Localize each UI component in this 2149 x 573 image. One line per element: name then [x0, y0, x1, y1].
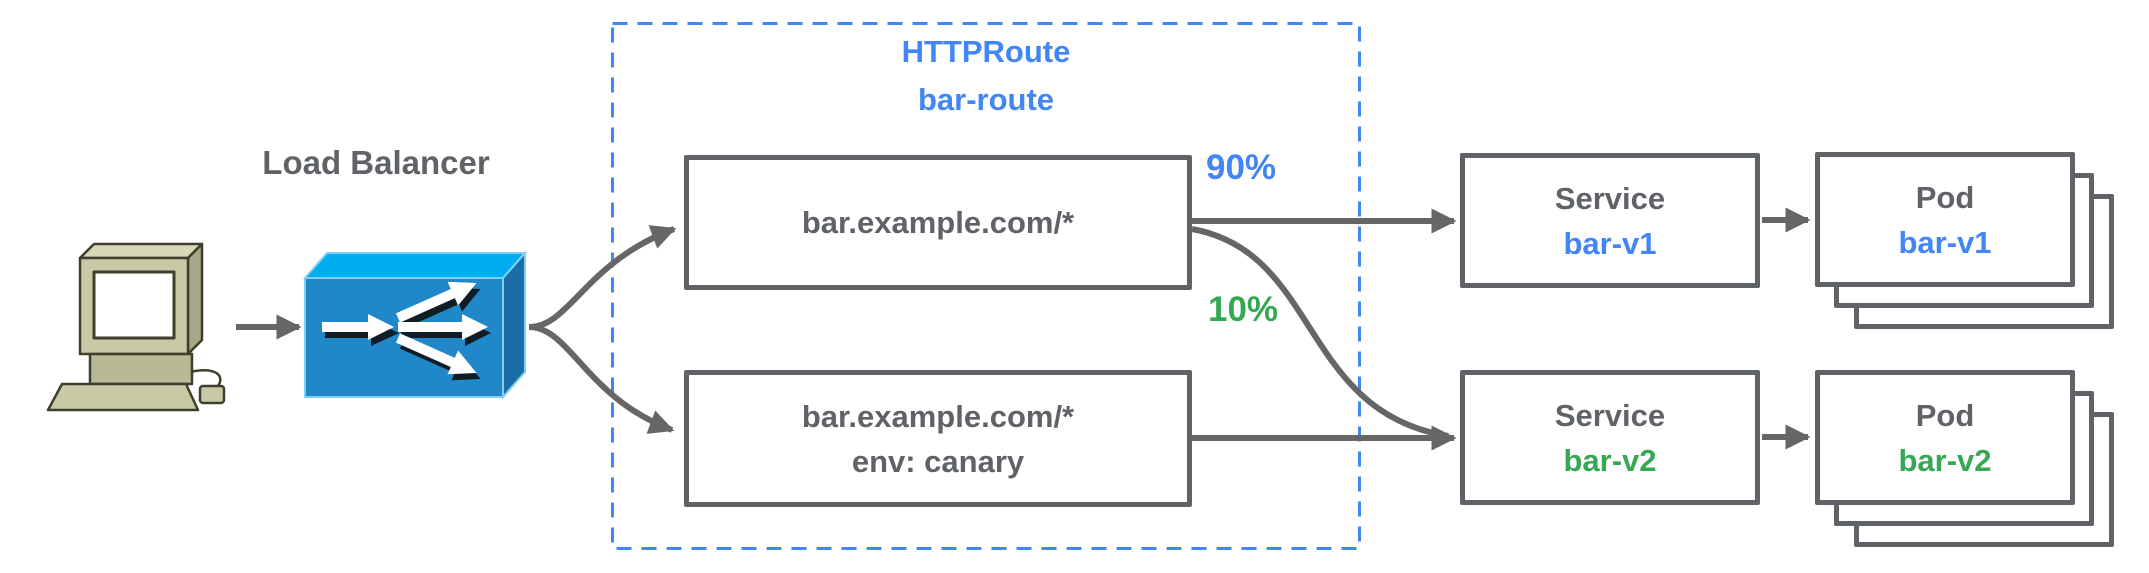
service-name: bar-v1 [1563, 225, 1657, 261]
httproute-title: HTTPRoute bar-route [612, 28, 1360, 124]
weight-v2-label: 10% [1208, 290, 1279, 329]
mouse-icon [198, 384, 226, 405]
rule-match-header: env: canary [851, 443, 1025, 479]
rule-box-canary: bar.example.com/* env: canary [684, 370, 1192, 507]
load-balancer-icon [302, 250, 528, 400]
pod-name: bar-v2 [1898, 442, 1992, 478]
rule-match-host: bar.example.com/* [801, 205, 1075, 240]
pod-kind: Pod [1915, 179, 1975, 215]
httproute-name: bar-route [917, 82, 1055, 117]
client-computer-icon [46, 242, 226, 412]
service-box-bar-v2: Service bar-v2 [1460, 370, 1760, 505]
weight-v1-label: 90% [1206, 148, 1277, 187]
pod-kind: Pod [1915, 397, 1975, 433]
pod-box-bar-v1: Pod bar-v1 [1815, 152, 2075, 287]
httproute-dashed-boundary [611, 22, 1361, 550]
arrow-lb-to-rule1 [528, 225, 677, 330]
lb-fanout-arrows [322, 281, 488, 375]
service-name: bar-v2 [1563, 442, 1657, 478]
rule-box-default: bar.example.com/* [684, 155, 1192, 290]
service-box-bar-v1: Service bar-v1 [1460, 153, 1760, 288]
arrow-lb-to-rule2 [528, 324, 675, 434]
service-kind: Service [1554, 397, 1666, 433]
pod-box-bar-v2: Pod bar-v2 [1815, 370, 2075, 505]
service-kind: Service [1554, 180, 1666, 216]
arrow-rule1-to-service-v2 [1191, 226, 1449, 439]
load-balancer-label: Load Balancer [262, 144, 490, 181]
httproute-kind: HTTPRoute [901, 34, 1071, 69]
rule-match-host: bar.example.com/* [801, 398, 1075, 434]
pod-name: bar-v1 [1898, 224, 1992, 260]
